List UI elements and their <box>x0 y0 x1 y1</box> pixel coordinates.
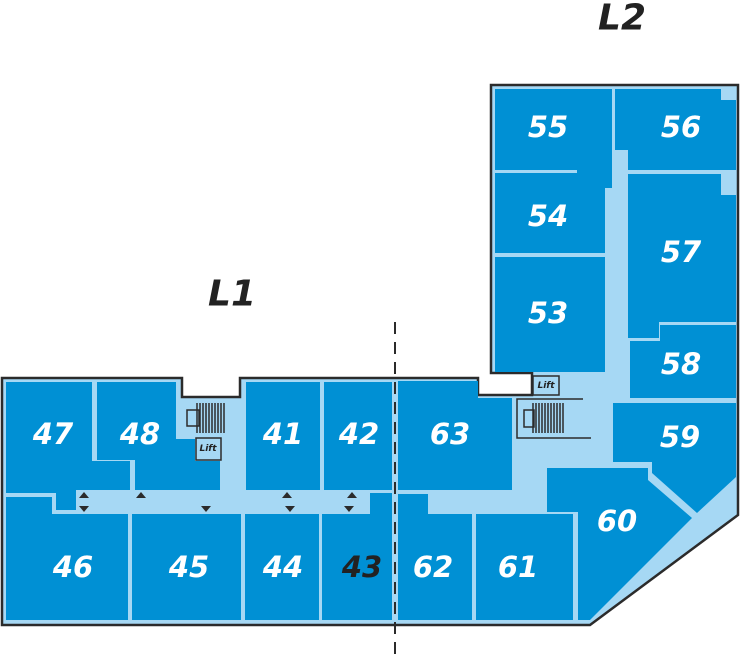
room-56[interactable]: 56 <box>615 89 736 170</box>
room-59[interactable]: 59 <box>613 403 736 513</box>
room-shape[interactable] <box>628 174 736 338</box>
room-number: 63 <box>430 417 470 451</box>
room-number: 44 <box>262 550 303 584</box>
lift-icon-l1: Lift <box>195 437 222 461</box>
arrow-up-icon <box>136 492 146 498</box>
room-number: 48 <box>119 417 160 451</box>
room-shape[interactable] <box>615 89 736 170</box>
arrow-up-icon <box>347 492 357 498</box>
room-42[interactable]: 42 <box>324 382 392 490</box>
arrow-down-icon <box>79 506 89 512</box>
room-number: 46 <box>52 550 93 584</box>
room-number: 57 <box>661 235 702 269</box>
room-number: 53 <box>528 296 568 330</box>
room-number: 42 <box>338 417 379 451</box>
room-shape[interactable] <box>324 382 392 490</box>
level-label-l2: L2 <box>598 0 646 39</box>
room-number: 61 <box>498 550 538 584</box>
room-47[interactable]: 47 <box>6 382 130 510</box>
room-57[interactable]: 57 <box>628 174 736 338</box>
room-46[interactable]: 46 <box>6 497 128 620</box>
room-shape[interactable] <box>476 514 573 620</box>
lift-label: Lift <box>537 381 555 391</box>
stairs-icon <box>186 403 225 433</box>
room-45[interactable]: 45 <box>132 514 241 620</box>
room-number: 41 <box>262 417 303 451</box>
room-53[interactable]: 53 <box>495 257 605 372</box>
room-48[interactable]: 48 <box>97 382 220 490</box>
room-number: 54 <box>528 199 568 233</box>
room-shape[interactable] <box>398 494 472 620</box>
arrow-up-icon <box>282 492 292 498</box>
room-shape[interactable] <box>398 381 512 490</box>
room-shape[interactable] <box>630 325 736 398</box>
room-shape[interactable] <box>495 89 612 188</box>
room-shape[interactable] <box>613 403 736 513</box>
room-61[interactable]: 61 <box>476 514 573 620</box>
room-number: 55 <box>528 110 568 144</box>
room-43[interactable]: 43 <box>322 493 392 620</box>
room-shape[interactable] <box>6 497 128 620</box>
stairs-icon <box>516 398 591 439</box>
room-58[interactable]: 58 <box>630 325 736 398</box>
room-54[interactable]: 54 <box>495 173 605 253</box>
arrow-down-icon <box>344 506 354 512</box>
room-shape[interactable] <box>246 382 320 490</box>
room-number: 43 <box>341 550 382 584</box>
room-shape[interactable] <box>495 173 605 253</box>
arrow-up-icon <box>79 492 89 498</box>
room-number: 58 <box>661 347 701 381</box>
room-shape[interactable] <box>547 468 692 620</box>
room-41[interactable]: 41 <box>246 382 320 490</box>
room-number: 59 <box>660 420 700 454</box>
room-shape[interactable] <box>6 382 130 510</box>
room-number: 47 <box>32 417 74 451</box>
arrow-down-icon <box>201 506 211 512</box>
room-shape[interactable] <box>97 382 220 490</box>
level-label-l1: L1 <box>208 274 256 315</box>
room-44[interactable]: 44 <box>245 514 319 620</box>
room-number: 62 <box>413 550 453 584</box>
room-shape[interactable] <box>245 514 319 620</box>
room-number: 56 <box>661 110 701 144</box>
room-shape[interactable] <box>322 493 392 620</box>
lift-icon-l2: Lift <box>532 375 560 396</box>
lift-label: Lift <box>199 444 217 454</box>
room-shape[interactable] <box>132 514 241 620</box>
room-60[interactable]: 60 <box>547 468 692 620</box>
room-62[interactable]: 62 <box>398 494 472 620</box>
room-number: 60 <box>597 504 637 538</box>
arrow-down-icon <box>285 506 295 512</box>
room-63[interactable]: 63 <box>398 381 512 490</box>
room-number: 45 <box>168 550 209 584</box>
room-shape[interactable] <box>495 257 605 372</box>
room-55[interactable]: 55 <box>495 89 612 188</box>
